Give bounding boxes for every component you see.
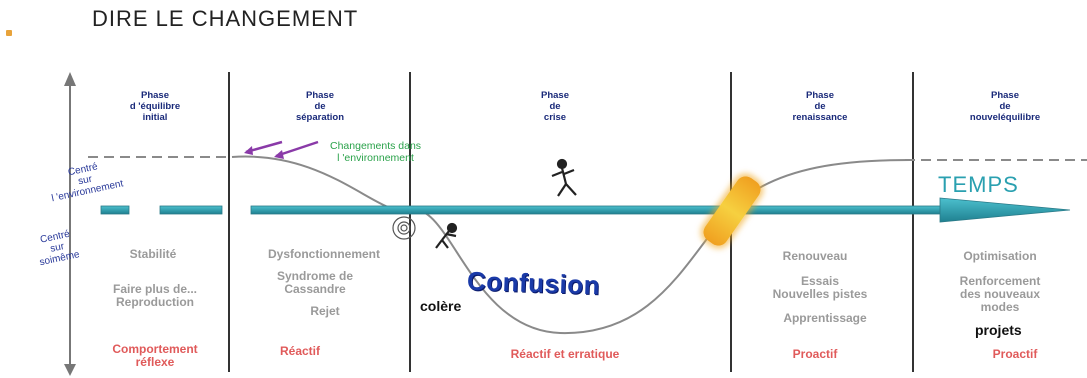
behavior-reactif: Réactif — [279, 344, 320, 358]
state-rejet: Rejet — [310, 304, 340, 318]
phase-label-nouvel-equilibre: Phase de nouveléquilibre — [969, 90, 1041, 123]
projets-label: projets — [975, 322, 1022, 338]
behavior-reactif-erratique: Réactif et erratique — [510, 347, 620, 361]
vertical-axis — [64, 72, 76, 376]
phase-label-renaissance: Phase de renaissance — [792, 90, 848, 123]
phase-label-crise: Phase de crise — [541, 90, 569, 123]
state-essais: Essais Nouvelles pistes — [772, 274, 868, 301]
changes-annotation: Changements dans l 'environnement — [330, 140, 422, 164]
state-reproduction: Faire plus de... Reproduction — [112, 282, 198, 309]
spiral-icon — [392, 216, 416, 240]
phase-label-equilibre-initial: Phase d 'équilibre initial — [129, 90, 181, 123]
state-cassandre: Syndrome de Cassandre — [276, 269, 354, 296]
falling-figure-icon — [435, 222, 458, 249]
running-figure-icon — [551, 158, 577, 197]
state-stabilite: Stabilité — [129, 247, 177, 261]
confusion-label: Confusion — [466, 265, 601, 301]
time-arrow — [100, 197, 1071, 223]
phase-label-separation: Phase de séparation — [295, 90, 345, 123]
environment-change-arrows-icon — [244, 140, 319, 159]
page-title: DIRE LE CHANGEMENT — [92, 6, 359, 31]
change-curve — [231, 155, 911, 335]
behavior-proactif-nouvel: Proactif — [992, 347, 1038, 361]
state-dysfonctionnement: Dysfonctionnement — [267, 247, 380, 261]
state-optimisation: Optimisation — [963, 249, 1037, 263]
state-renforcement: Renforcement des nouveaux modes — [959, 274, 1041, 314]
bullet-marker — [6, 30, 12, 36]
colere-label: colère — [420, 298, 462, 314]
behavior-proactif-renaissance: Proactif — [792, 347, 838, 361]
time-label: TEMPS — [938, 172, 1019, 197]
state-apprentissage: Apprentissage — [783, 311, 867, 325]
behavior-reflexe: Comportement réflexe — [112, 342, 198, 369]
state-renouveau: Renouveau — [782, 249, 848, 263]
